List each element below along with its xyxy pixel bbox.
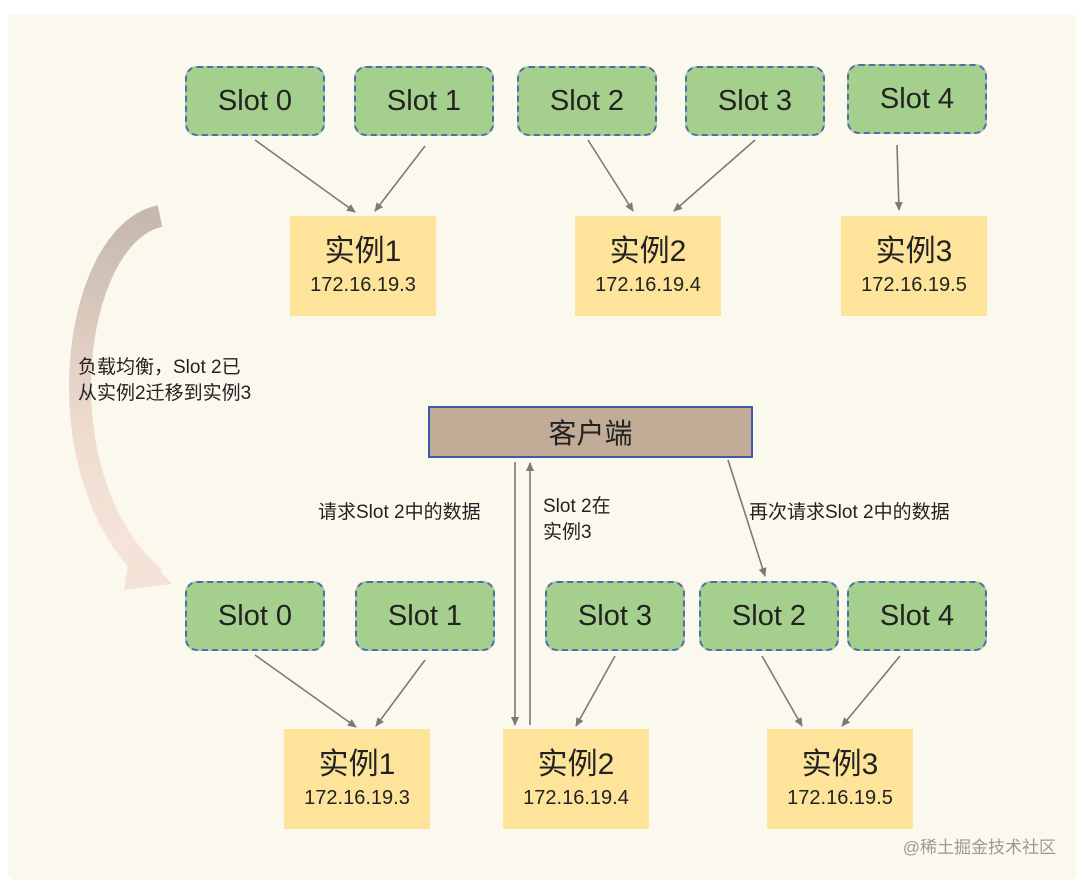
bottom-slot-1: Slot 1 <box>355 581 495 651</box>
arrow-bottom-slot2-inst3 <box>761 655 803 727</box>
arrow-bottom-slot3-inst2 <box>575 655 616 727</box>
arrow-top-slot1-inst1 <box>374 145 426 212</box>
bottom-slot-4: Slot 4 <box>847 581 987 651</box>
instance-ip: 172.16.19.4 <box>523 787 629 809</box>
instance-ip: 172.16.19.4 <box>595 274 701 296</box>
instance-ip: 172.16.19.5 <box>861 274 967 296</box>
bottom-instance-1: 实例1 172.16.19.3 <box>284 729 430 829</box>
arrow-bottom-slot1-inst1 <box>375 659 426 727</box>
top-slot-0: Slot 0 <box>185 66 325 136</box>
top-slot-2: Slot 2 <box>517 66 657 136</box>
arrow-bottom-slot4-inst3 <box>841 655 901 727</box>
bottom-slot-0: Slot 0 <box>185 581 325 651</box>
arrow-top-slot2-inst2 <box>587 139 634 212</box>
bottom-slot-3: Slot 3 <box>545 581 685 651</box>
bottom-instance-2: 实例2 172.16.19.4 <box>503 729 649 829</box>
reply-label-line1: Slot 2在 <box>543 496 611 517</box>
client-box: 客户端 <box>428 406 753 458</box>
request-label: 请求Slot 2中的数据 <box>318 502 481 523</box>
instance-ip: 172.16.19.3 <box>304 787 410 809</box>
arrow-retry <box>727 459 767 577</box>
bottom-slot-2: Slot 2 <box>699 581 839 651</box>
arrow-top-slot4-inst3 <box>894 144 903 211</box>
top-slot-1: Slot 1 <box>354 66 494 136</box>
instance-name: 实例3 <box>801 748 879 781</box>
top-slot-3: Slot 3 <box>685 66 825 136</box>
watermark: @稀土掘金技术社区 <box>902 838 1056 857</box>
instance-ip: 172.16.19.5 <box>787 787 893 809</box>
retry-label: 再次请求Slot 2中的数据 <box>749 502 950 523</box>
migration-note-line2: 从实例2迁移到实例3 <box>78 383 252 404</box>
arrow-top-slot0-inst1 <box>254 139 356 213</box>
top-instance-2: 实例2 172.16.19.4 <box>575 216 721 316</box>
top-instance-1: 实例1 172.16.19.3 <box>290 216 436 316</box>
reply-label-line2: 实例3 <box>543 522 592 543</box>
migration-curve-arrow <box>69 205 164 587</box>
migration-curve-arrowhead <box>124 540 172 590</box>
instance-name: 实例2 <box>609 235 687 268</box>
migration-note-line1: 负载均衡，Slot 2已 <box>78 357 241 378</box>
instance-name: 实例2 <box>537 748 615 781</box>
instance-name: 实例3 <box>875 235 953 268</box>
arrow-top-slot3-inst2 <box>673 139 756 212</box>
instance-name: 实例1 <box>324 235 402 268</box>
bottom-instance-3: 实例3 172.16.19.5 <box>767 729 913 829</box>
top-slot-4: Slot 4 <box>847 64 987 134</box>
arrow-bottom-slot0-inst1 <box>254 654 357 728</box>
instance-ip: 172.16.19.3 <box>310 274 416 296</box>
instance-name: 实例1 <box>318 748 396 781</box>
top-instance-3: 实例3 172.16.19.5 <box>841 216 987 316</box>
